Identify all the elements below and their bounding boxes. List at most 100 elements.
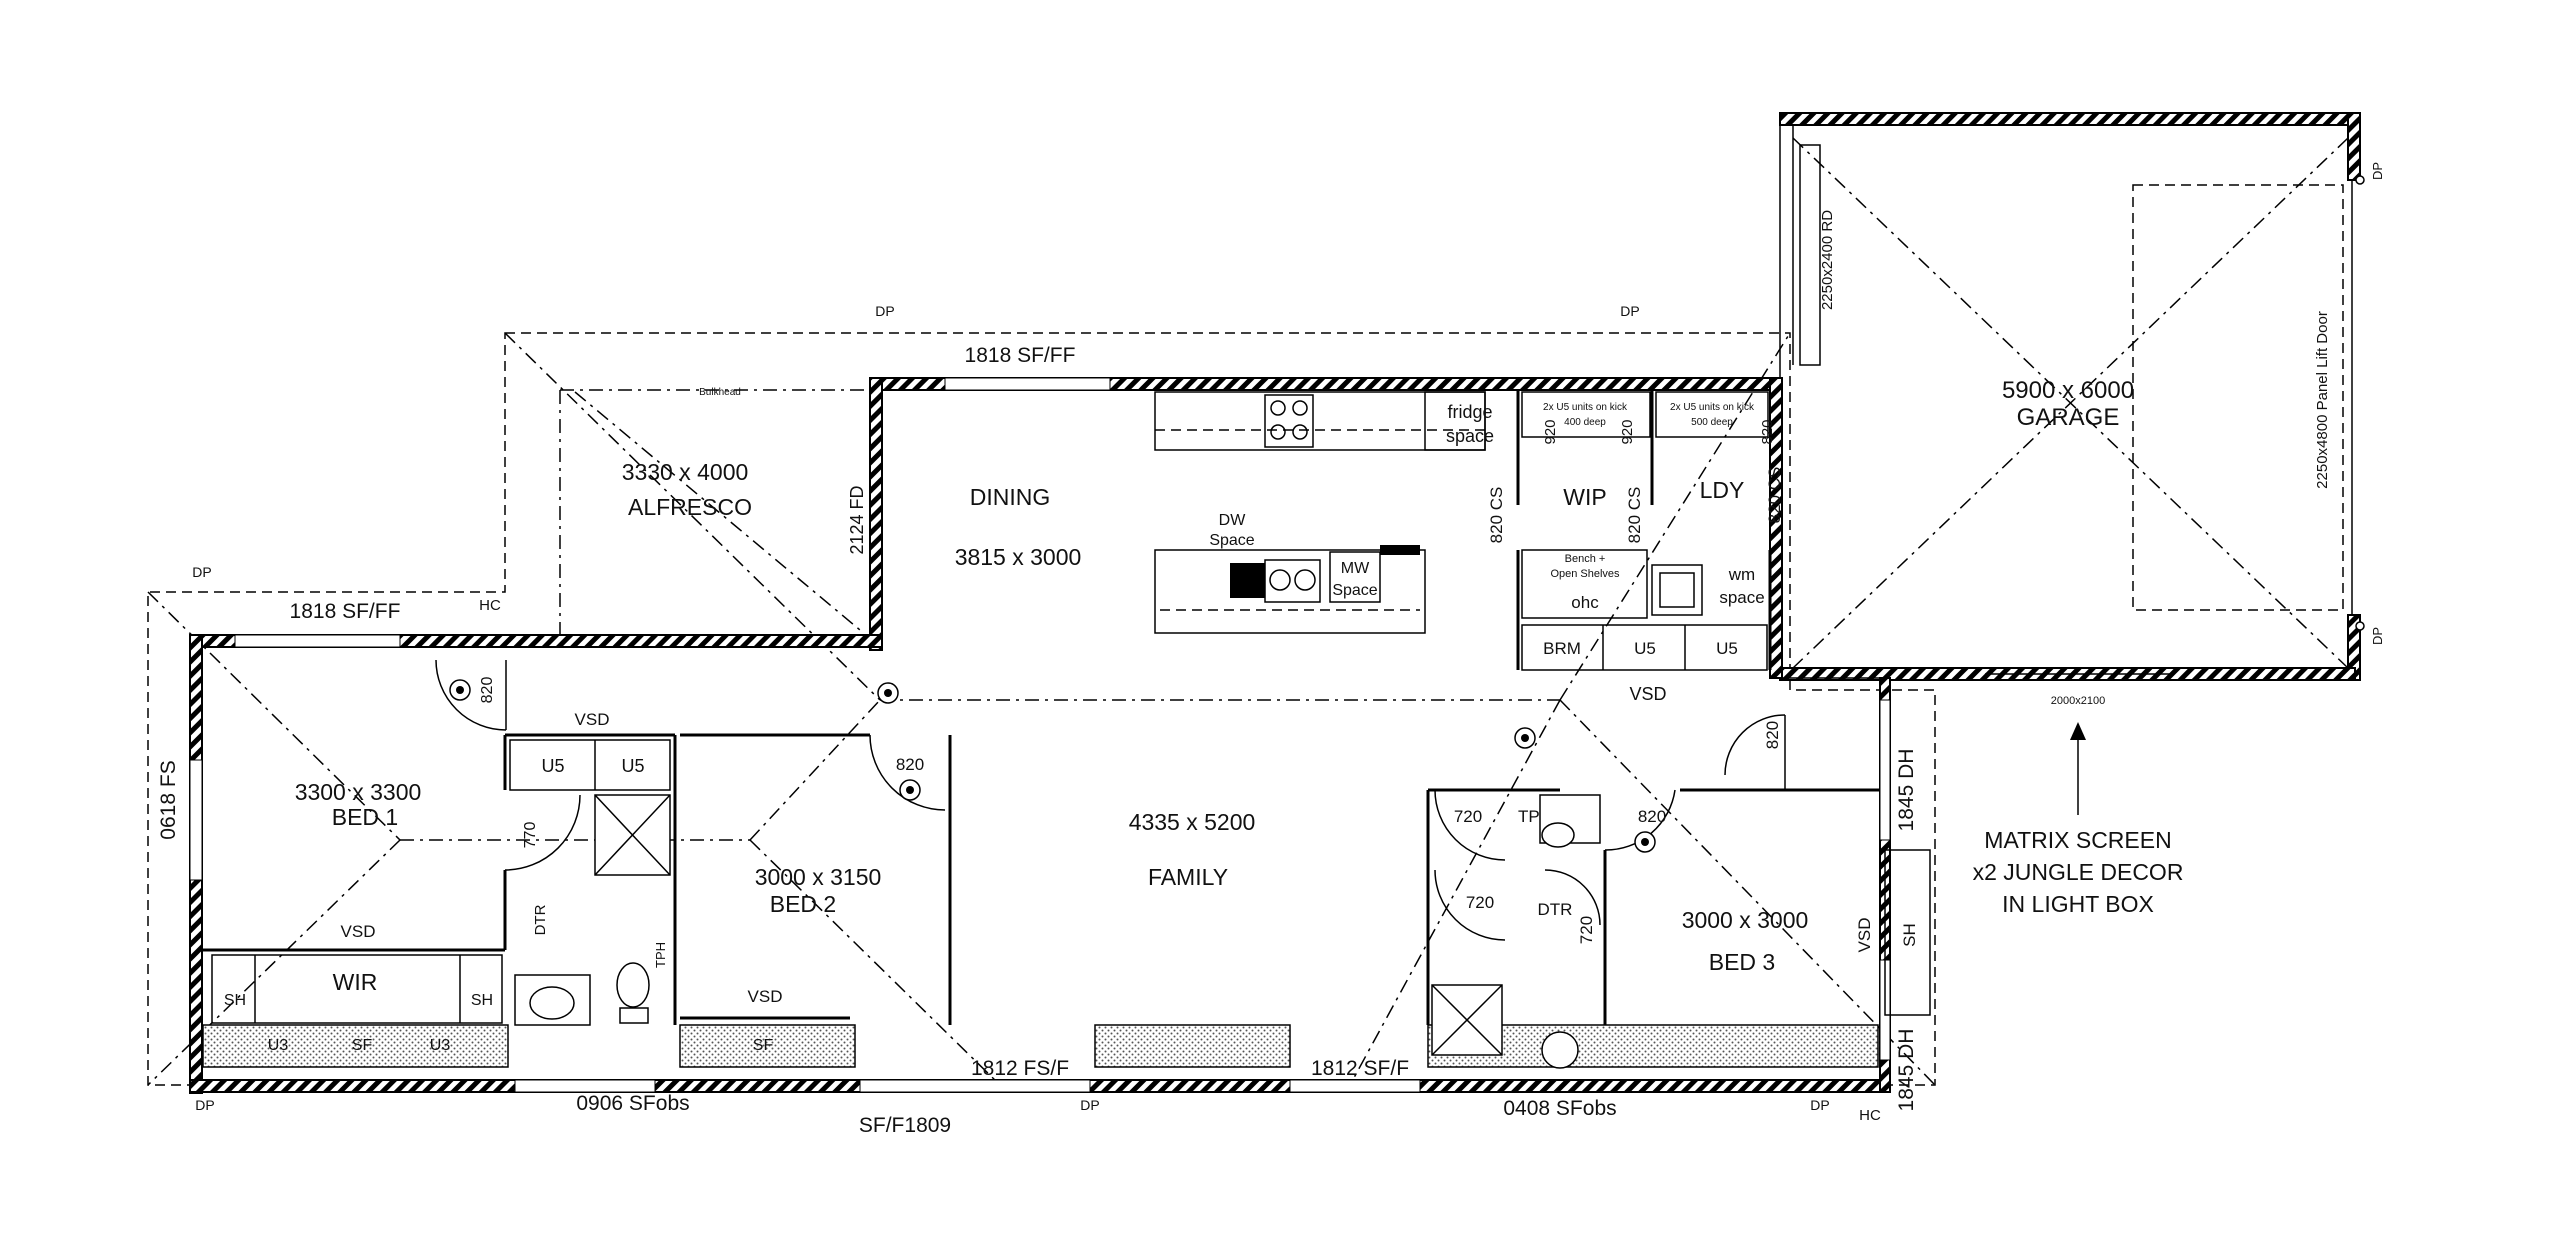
downpipe-label: DP [1080, 1097, 1099, 1113]
bathroom-bed3: 720 720 720 820 820 TPH DTR 3000 x 3000 … [1426, 714, 1931, 1124]
bed2-name: BED 2 [770, 891, 836, 917]
downpipe-label: DP [875, 303, 894, 319]
door-label-770: 770 [522, 822, 539, 849]
door-label-820: 820 [1759, 419, 1776, 444]
unit-label: U3 [430, 1037, 451, 1054]
alfresco-name: ALFRESCO [628, 494, 752, 520]
vsd-label: VSD [1629, 684, 1666, 704]
window-label-bath: 0408 SFobs [1503, 1097, 1616, 1120]
bed3-size: 3000 x 3000 [1682, 907, 1809, 933]
window-label-family-2: 1812 SF/F [1311, 1057, 1409, 1080]
tph-label: TPH [653, 942, 668, 968]
downpipe-label: DP [1810, 1097, 1829, 1113]
door-label-820: 820 [1763, 721, 1782, 749]
window-label-family: 1812 FS/F [971, 1057, 1069, 1080]
broom-cupboard-name: BRM [1543, 639, 1581, 658]
door-label-920: 920 [1619, 419, 1636, 444]
door-label-720: 720 [1466, 893, 1494, 912]
hot-cold-tap-label: HC [1859, 1107, 1881, 1124]
bed3-name: BED 3 [1709, 949, 1775, 975]
garden-beds [202, 1024, 1879, 1068]
master-suite: U5 U5 VSD 820 770 3300 x 3300 BED 1 0618… [157, 564, 690, 1115]
window-label-bottom-mid: SF/F1809 [859, 1114, 951, 1137]
alfresco-bulkhead-label: Bulkhead [699, 387, 741, 398]
garage-roller-door-label: 2250x2400 RD [1819, 210, 1836, 310]
window-label-dh: 1845 DH [1895, 749, 1918, 832]
vsd-label: VSD [575, 710, 610, 729]
downpipe-label: DP [1620, 303, 1639, 319]
window-label-top-left: 1818 SF/FF [290, 600, 401, 623]
matrix-screen-note: MATRIX SCREEN x2 JUNGLE DECOR IN LIGHT B… [1973, 722, 2184, 917]
unit-label: U5 [1716, 639, 1738, 658]
window-label-dh: 1845 DH [1895, 1029, 1918, 1112]
wip-name: WIP [1563, 484, 1606, 510]
door-label-720: 720 [1577, 916, 1596, 944]
open-shelves-label: Open Shelves [1550, 568, 1620, 580]
shelf-label: SH [1900, 923, 1919, 947]
microwave-space-label: Space [1332, 582, 1377, 599]
kitchen: 1818 SF/FF fridge space DINING 3815 x 30… [955, 344, 1494, 634]
family: 4335 x 5200 FAMILY 1812 FS/F 1812 SF/F D… [877, 682, 1536, 1113]
family-size: 4335 x 5200 [1129, 809, 1256, 835]
vsd-label: VSD [748, 987, 783, 1006]
garage-panel-lift-door-label: 2250x4800 Panel Lift Door [2314, 311, 2331, 489]
roof-outline [147, 332, 1936, 1086]
dtr-label: DTR [1538, 900, 1573, 919]
bed1-size: 3300 x 3300 [295, 779, 422, 805]
note-line-2: x2 JUNGLE DECOR [1973, 859, 2184, 885]
downpipe-label: DP [2370, 162, 2385, 180]
ldy-units-depth-label: 500 deep [1691, 417, 1733, 428]
bed2: 820 3000 x 3150 BED 2 VSD SF SF/F1809 [680, 733, 952, 1137]
door-label-820: 820 [1638, 807, 1666, 826]
downpipe-label: DP [195, 1097, 214, 1113]
wip-units-depth-label: 400 deep [1564, 417, 1606, 428]
unit-label: U5 [621, 756, 644, 776]
unit-label: U5 [1634, 639, 1656, 658]
garage-name: GARAGE [2017, 404, 2120, 431]
garage-size: 5900 x 6000 [2002, 377, 2134, 404]
fridge-space-label: space [1446, 426, 1494, 446]
alfresco-size: 3330 x 4000 [622, 459, 749, 485]
door-label-920: 920 [1542, 419, 1559, 444]
washing-machine-space-label: space [1719, 588, 1764, 607]
bed2-size: 3000 x 3150 [755, 864, 882, 890]
pantry-laundry: 2x U5 units on kick 400 deep 2x U5 units… [875, 303, 1784, 704]
window-label-ensuite: 0906 SFobs [576, 1092, 689, 1115]
garage: 5900 x 6000 GARAGE 2250x2400 RD 2250x480… [1779, 112, 2385, 707]
alfresco: Bulkhead 3330 x 4000 ALFRESCO 2124 FD 18… [290, 387, 870, 635]
shelf-fixed-label: SF [753, 1037, 774, 1054]
window-label-top-dining: 1818 SF/FF [965, 344, 1076, 367]
dtr-label: DTR [532, 904, 549, 935]
door-label-820: 820 [479, 677, 496, 704]
window-label-left: 0618 FS [157, 760, 180, 839]
downpipe-label: DP [192, 564, 211, 580]
unit-label: U3 [268, 1037, 289, 1054]
ldy-units-label: 2x U5 units on kick [1670, 402, 1755, 413]
cavity-slider-label: 820 CS [1487, 487, 1506, 544]
shelf-label: SH [224, 992, 246, 1009]
unit-label: U5 [541, 756, 564, 776]
shelf-label: SH [471, 992, 493, 1009]
cavity-slider-label: 820 CS [1625, 487, 1644, 544]
wir-name: WIR [333, 969, 378, 995]
note-line-3: IN LIGHT BOX [2002, 891, 2154, 917]
dining-name: DINING [970, 484, 1051, 510]
dishwasher-label: DW [1219, 512, 1247, 529]
fridge-label: fridge [1447, 402, 1492, 422]
ldy-name: LDY [1700, 477, 1745, 503]
note-line-1: MATRIX SCREEN [1984, 827, 2171, 853]
hot-cold-tap-label: HC [479, 597, 501, 614]
vsd-label: VSD [1855, 918, 1874, 953]
wip-units-label: 2x U5 units on kick [1543, 402, 1628, 413]
bench-label: Bench + [1565, 553, 1606, 565]
dining-door-label: 2124 FD [847, 485, 867, 554]
cavity-slider-label: 820 CS [1765, 467, 1784, 524]
door-label-720: 720 [1454, 807, 1482, 826]
washing-machine-label: wm [1728, 565, 1755, 584]
garage-side-door-label: 2000x2100 [2051, 695, 2105, 707]
microwave-label: MW [1341, 560, 1370, 577]
vsd-label: VSD [341, 922, 376, 941]
door-label-820: 820 [896, 755, 924, 774]
downpipe-label: DP [2370, 627, 2385, 645]
